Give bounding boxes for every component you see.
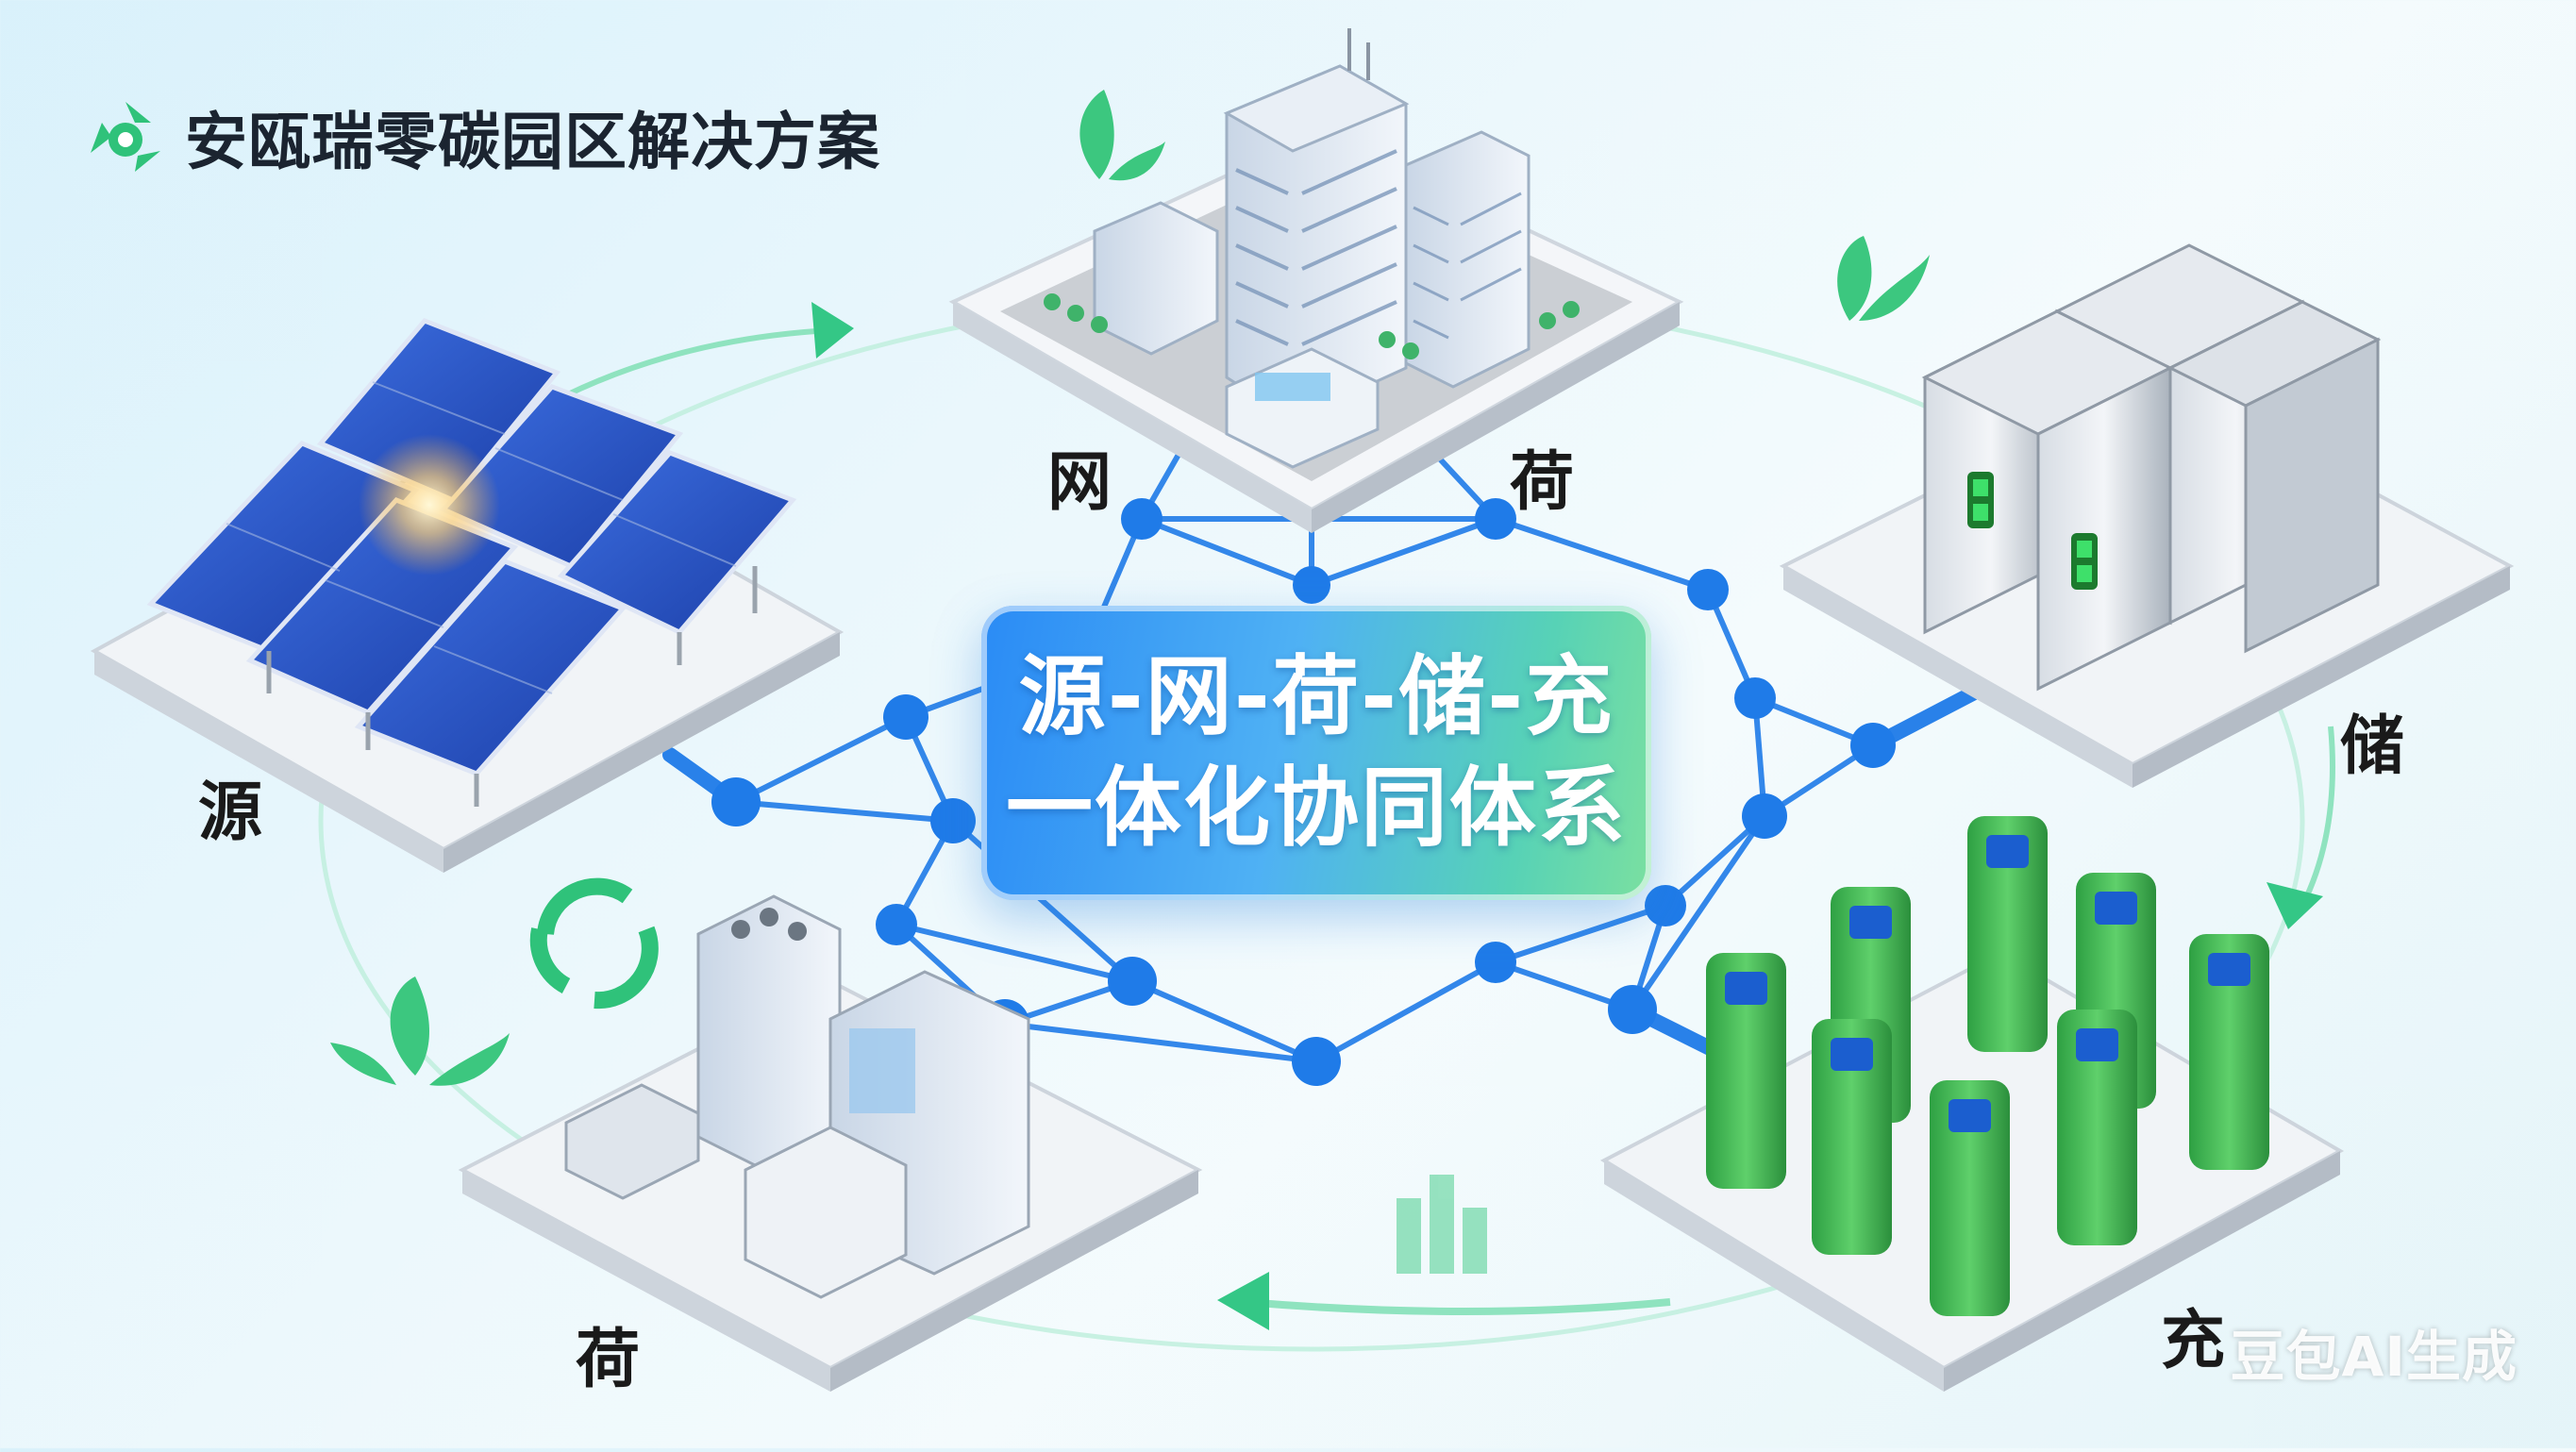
center-title-line1: 源-网-荷-储-充 [1018,646,1614,747]
storage-cabinets [1921,243,2382,692]
load-equipment-platform [458,894,1203,1392]
recycle-arrows-icon [529,877,659,1010]
label-charging: 充 [2161,1303,2226,1378]
buildings-platform [948,28,1684,533]
leaf-decoration-top [1079,90,1165,181]
leaf-decoration-bottom-left [330,976,510,1086]
watermark-text: 豆包AI生成 [2230,1325,2517,1389]
solar-platform [90,318,845,873]
label-load-bottom: 荷 [576,1322,641,1397]
brand-title: 安瓯瑞零碳园区解决方案 [185,106,880,178]
label-source: 源 [198,775,263,850]
recycle-leaf-logo-icon [91,102,160,172]
cycle-arrow-right [2267,726,2335,929]
label-load-top: 荷 [1510,444,1575,520]
charger-units [1706,816,2269,1316]
brand-header: 安瓯瑞零碳园区解决方案 [83,94,880,179]
growth-bars-icon [1397,1175,1487,1274]
leaf-decoration-right [1837,236,1930,321]
storage-platform [1779,243,2515,788]
label-grid: 网 [1047,444,1112,520]
center-title-line2: 一体化协同体系 [1005,758,1627,859]
charging-platform [1599,816,2345,1392]
sun-glare [359,434,500,576]
center-concept-card: 源-网-荷-储-充 一体化协同体系 [981,606,1651,900]
label-storage: 储 [2340,709,2405,784]
cycle-arrow-bottom [1217,1272,1671,1330]
